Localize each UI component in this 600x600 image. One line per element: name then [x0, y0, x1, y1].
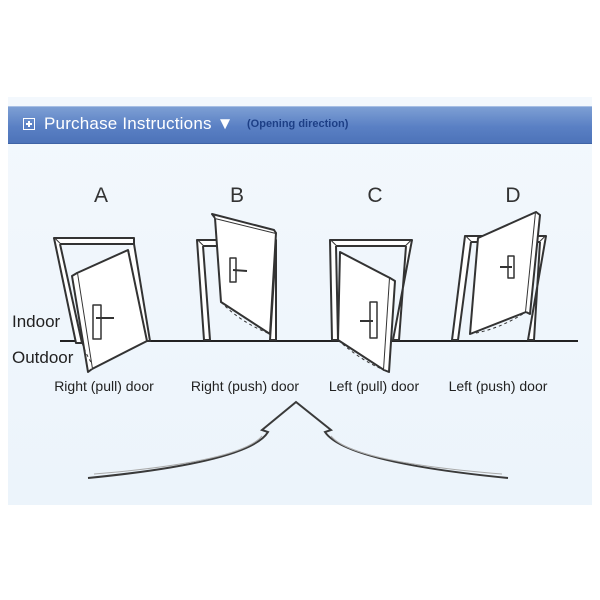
door-a-caption: Right (pull) door — [54, 378, 154, 394]
outdoor-label: Outdoor — [12, 348, 74, 367]
door-a-letter: A — [93, 184, 108, 207]
door-d-drawing — [451, 211, 547, 341]
door-d-letter: D — [505, 184, 521, 207]
door-d-caption: Left (push) door — [448, 378, 548, 394]
door-b-letter: B — [229, 184, 244, 207]
door-a-drawing — [53, 237, 151, 373]
section-subtitle: (Opening direction) — [247, 118, 349, 130]
indoor-label: Indoor — [12, 312, 61, 331]
door-b-drawing — [196, 213, 277, 341]
header-bar — [8, 106, 592, 144]
door-c-drawing — [329, 239, 413, 373]
section-title: Purchase Instructions ▼ — [44, 114, 234, 133]
door-b-caption: Right (push) door — [190, 378, 300, 394]
door-c-caption: Left (pull) door — [328, 378, 420, 394]
door-c-letter: C — [367, 184, 383, 207]
plus-square-icon — [23, 118, 35, 130]
up-arrow-icon — [87, 400, 509, 479]
